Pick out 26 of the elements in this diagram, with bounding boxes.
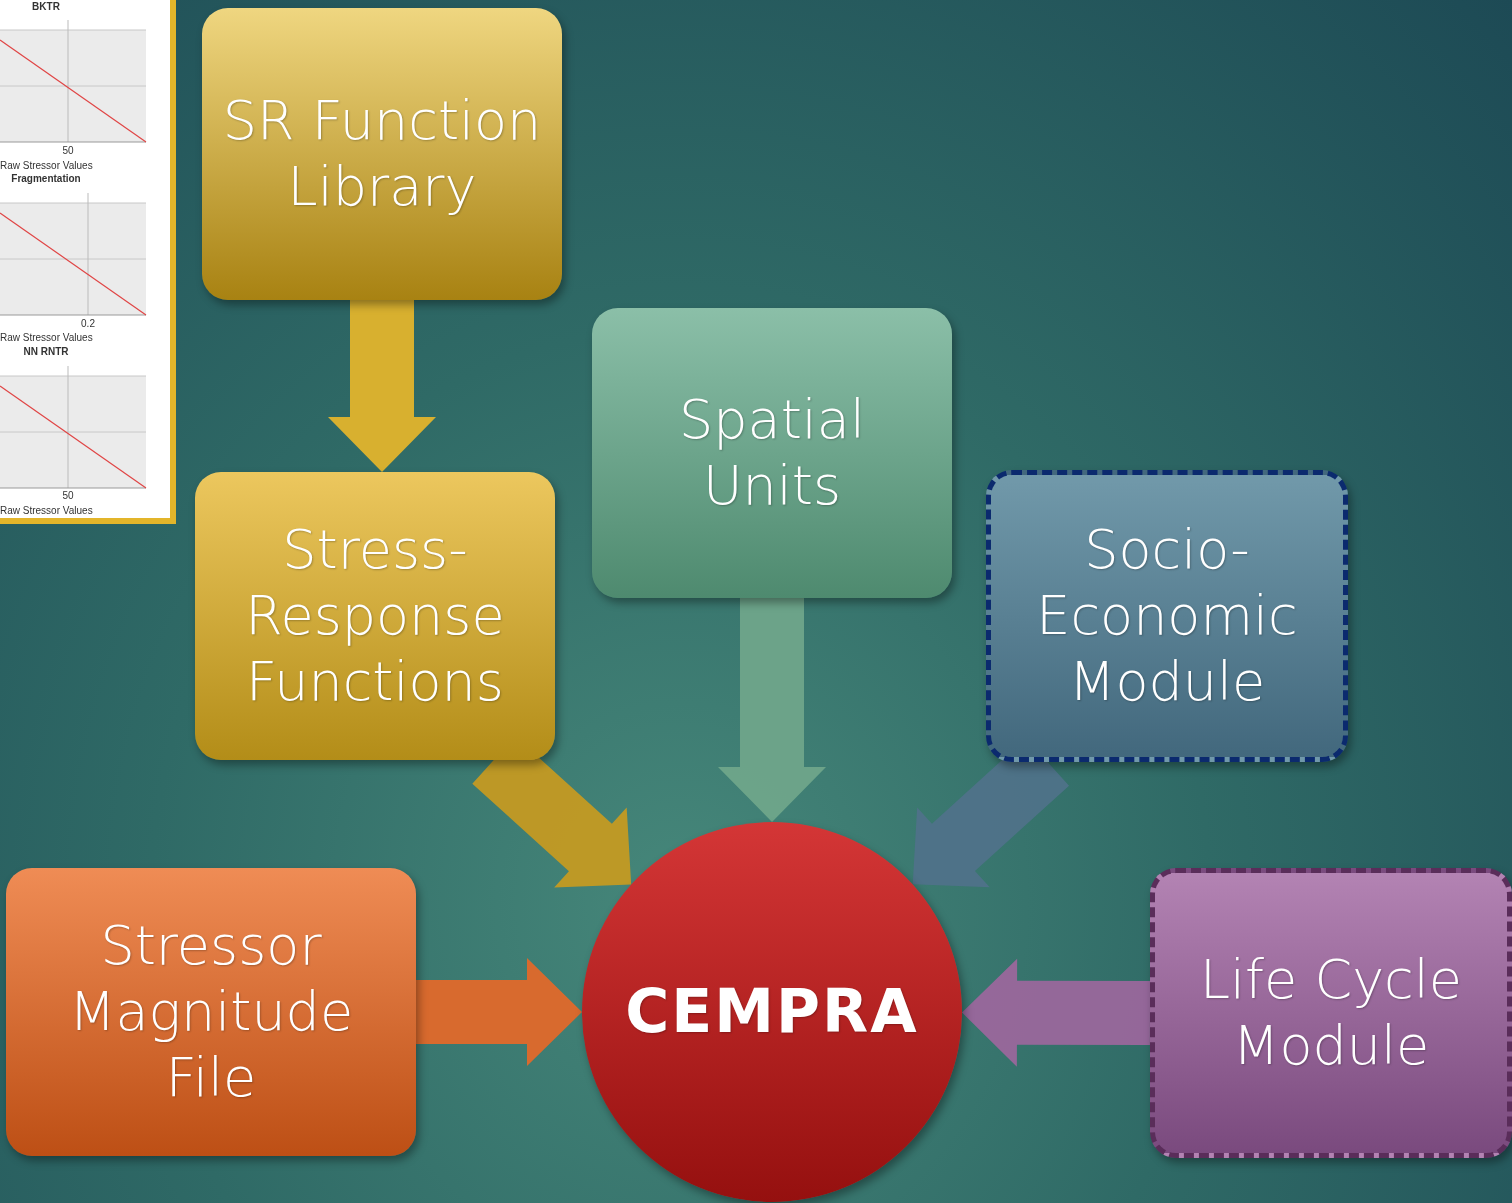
- axis-title: Raw Stressor Values: [0, 160, 93, 171]
- node-label: SR Function Library: [221, 88, 543, 220]
- node-label: Spatial Units: [678, 387, 866, 519]
- axis-title: Raw Stressor Values: [0, 505, 93, 516]
- block-arrow: [416, 958, 582, 1066]
- block-arrow: [718, 598, 826, 822]
- module-box: [6, 868, 416, 1156]
- node-label: Life Cycle Module: [1198, 947, 1464, 1079]
- module-box: [202, 8, 562, 300]
- module-box: [592, 308, 952, 598]
- node-label: Stressor Magnitude File: [67, 913, 355, 1111]
- tick-label: 50: [62, 145, 74, 156]
- node-label: Stress-Response Functions: [244, 517, 506, 715]
- module-box: [195, 472, 555, 760]
- node-label: CEMPRA: [624, 975, 920, 1049]
- tick-label: 50: [62, 490, 74, 501]
- block-arrow: [328, 300, 436, 472]
- axis-title: Raw Stressor Values: [0, 332, 93, 343]
- chart-title: NN RNTR: [23, 346, 69, 357]
- node-label: Socio-Economic Module: [1035, 517, 1299, 715]
- chart-title: Fragmentation: [11, 173, 81, 184]
- tick-label: 0.2: [81, 318, 95, 329]
- module-box: [1150, 868, 1512, 1158]
- chart-title: BKTR: [32, 1, 60, 12]
- block-arrow: [962, 958, 1151, 1067]
- module-box: [986, 470, 1348, 762]
